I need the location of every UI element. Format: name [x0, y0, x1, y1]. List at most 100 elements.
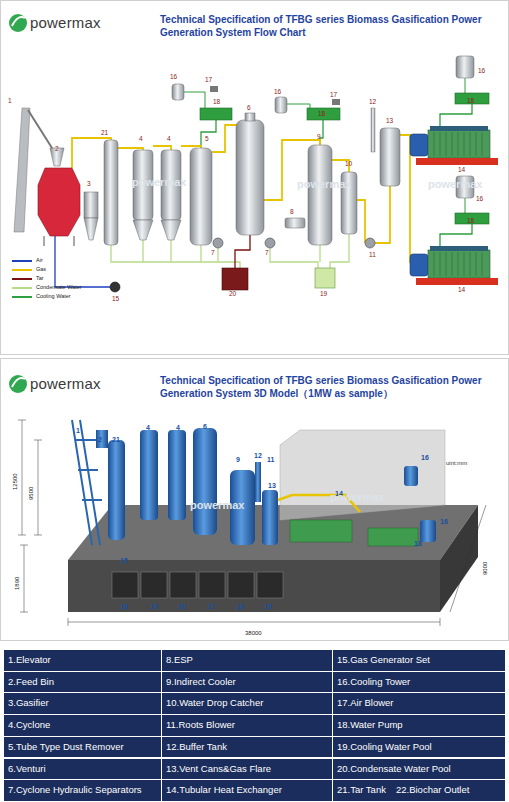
callout-number: 4: [146, 424, 150, 431]
legend-line-sample: [12, 296, 32, 298]
legend-text: Air: [36, 258, 43, 264]
legend-line-sample: [12, 269, 32, 271]
panel-title: Technical Specification of TFBG series B…: [160, 374, 505, 400]
table-cell: 14.Tubular Heat Exchanger: [162, 780, 332, 801]
cell-text: 7.Cyclone Hydraulic Separators: [8, 780, 142, 801]
table-cell: 7.Cyclone Hydraulic Separators: [4, 780, 161, 801]
cell-text: 3.Gasifier: [8, 693, 49, 714]
legend-line-sample: [12, 278, 32, 280]
logo-text: powermax: [30, 15, 101, 30]
table-cell: 5.Tube Type Dust Remover: [4, 737, 161, 758]
callout-number: 18: [467, 98, 474, 105]
legend-text: Cooling Water: [36, 294, 71, 300]
callout-number: 1: [8, 98, 12, 105]
logo-icon: [9, 375, 27, 393]
callout-number: 3: [87, 181, 91, 188]
cell-text: 18.Water Pump: [337, 715, 403, 736]
table-cell: 10.Water Drop Catcher: [162, 693, 332, 714]
legend-text: Gas: [36, 267, 46, 273]
callout-number: 9: [236, 456, 240, 463]
watermark: powermax: [132, 177, 186, 188]
callout-number: 2: [98, 436, 102, 443]
cell-text: 13.Vent Cans&Gas Flare: [166, 759, 271, 780]
logo-text: powermax: [30, 376, 101, 391]
callout-number: 18: [213, 99, 220, 106]
table-cell: 1.Elevator: [4, 650, 161, 671]
pipes: [55, 104, 472, 287]
cell-text: 17.Air Blower: [337, 693, 394, 714]
cell-text: 22.Biochar Outlet: [396, 780, 469, 801]
callout-number: 19: [264, 603, 272, 610]
cell-text: 15.Gas Generator Set: [337, 650, 430, 671]
callout-number: 13: [268, 482, 276, 489]
table-cell: 9.Indirect Cooler: [162, 672, 332, 693]
callout-number: 10: [345, 161, 352, 168]
legend-line-sample: [12, 287, 32, 289]
callout-number: 16: [440, 518, 448, 525]
table-cell: 19.Cooling Water Pool: [333, 737, 505, 758]
callout-number: 16: [274, 89, 281, 96]
flow-chart-illustration: [0, 0, 509, 355]
callout-number: 16: [476, 196, 483, 203]
callout-number: 17: [207, 603, 215, 610]
callout-number: 13: [386, 118, 393, 125]
table-cell: 13.Vent Cans&Gas Flare: [162, 759, 332, 780]
callout-number: 4: [167, 136, 171, 143]
cell-text: 19.Cooling Water Pool: [337, 737, 432, 758]
callout-number: 18: [318, 111, 325, 118]
cell-text: 1.Elevator: [8, 650, 51, 671]
callout-number: 12: [254, 452, 262, 459]
callout-number: 20: [178, 603, 186, 610]
dimension-label: 1890: [14, 577, 20, 590]
legend-line-sample: [12, 260, 32, 262]
watermark: powermax: [330, 492, 384, 503]
callout-number: 9: [317, 134, 321, 141]
cell-text: 8.ESP: [166, 650, 193, 671]
cell-text: 6.Venturi: [8, 759, 46, 780]
table-cell: 8.ESP: [162, 650, 332, 671]
callout-number: 7: [265, 250, 269, 257]
dimension-lines: [18, 420, 486, 626]
cell-text: 9.Indirect Cooler: [166, 672, 236, 693]
table-cell: 16.Cooling Tower: [333, 672, 505, 693]
callout-number: 18: [414, 540, 422, 547]
callout-number: 18: [120, 603, 128, 610]
callout-number: 11: [369, 252, 376, 259]
callout-number: 18: [467, 218, 474, 225]
callout-number: 16: [478, 68, 485, 75]
table-cell: 20.Condensate Water Pool: [333, 759, 505, 780]
cell-text: 21.Tar Tank: [337, 780, 386, 801]
table-cell: 15.Gas Generator Set: [333, 650, 505, 671]
table-cell: 3.Gasifier: [4, 693, 161, 714]
equipment: [14, 56, 498, 292]
callout-number: 12: [369, 99, 376, 106]
cell-text: 10.Water Drop Catcher: [166, 693, 263, 714]
callout-number: 20: [229, 291, 236, 298]
callout-number: 19: [320, 291, 327, 298]
callout-number: 19: [150, 603, 158, 610]
cell-text: 2.Feed Bin: [8, 672, 54, 693]
unit-label: uint:mm: [446, 460, 467, 466]
callout-number: 17: [330, 92, 337, 99]
dimension-label: 38000: [245, 630, 262, 636]
cell-text: 14.Tubular Heat Exchanger: [166, 780, 282, 801]
cell-text: 11.Roots Blower: [166, 715, 235, 736]
callout-number: 14: [458, 287, 465, 294]
callout-number: 14: [458, 167, 465, 174]
callout-number: 11: [267, 456, 274, 463]
callout-number: 5: [205, 136, 209, 143]
callout-number: 16: [421, 454, 429, 461]
watermark: powermax: [190, 500, 244, 511]
cell-text: 4.Cyclone: [8, 715, 50, 736]
cell-text: 16.Cooling Tower: [337, 672, 410, 693]
panel-border: [1, 1, 509, 355]
panel-border: [1, 359, 509, 641]
callout-number: 15: [112, 296, 119, 303]
table-cell: 12.Buffer Tank: [162, 737, 332, 758]
3d-model-illustration: [0, 358, 509, 643]
cell-text: 20.Condensate Water Pool: [337, 759, 451, 780]
cell-text: 12.Buffer Tank: [166, 737, 227, 758]
watermark: powermax: [428, 179, 482, 190]
table-cell: 21.Tar Tank 22.Biochar Outlet: [333, 780, 505, 801]
